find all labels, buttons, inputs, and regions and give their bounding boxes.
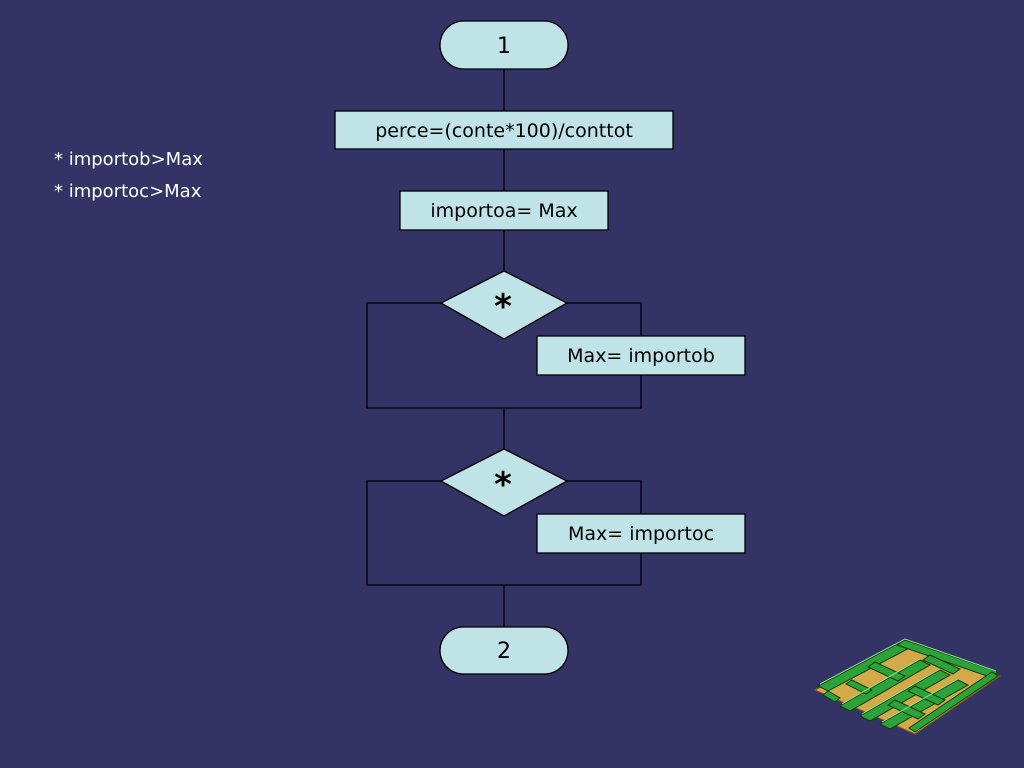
process-perce-label: perce=(conte*100)/conttot [375,120,633,142]
decision-2-label: * [494,465,512,505]
action-importoc: Max= importoc [536,513,746,554]
end-terminal: 2 [439,626,569,675]
connector-lines [366,69,642,627]
start-terminal: 1 [439,20,569,70]
action-importob: Max= importob [536,335,746,376]
process-importoa-label: importoa= Max [430,200,577,222]
end-label: 2 [497,639,511,664]
process-importoa: importoa= Max [399,190,609,231]
process-perce: perce=(conte*100)/conttot [334,110,674,150]
note-condition-importob: * importob>Max [54,149,203,170]
action-importoc-label: Max= importoc [568,523,714,545]
note-condition-importoc: * importoc>Max [54,181,202,202]
decision-2: * [439,448,569,517]
action-importob-label: Max= importob [567,345,715,367]
maze-icon [813,638,1002,735]
start-label: 1 [497,34,511,59]
decision-1: * [439,270,569,340]
decision-1-label: * [494,287,512,327]
